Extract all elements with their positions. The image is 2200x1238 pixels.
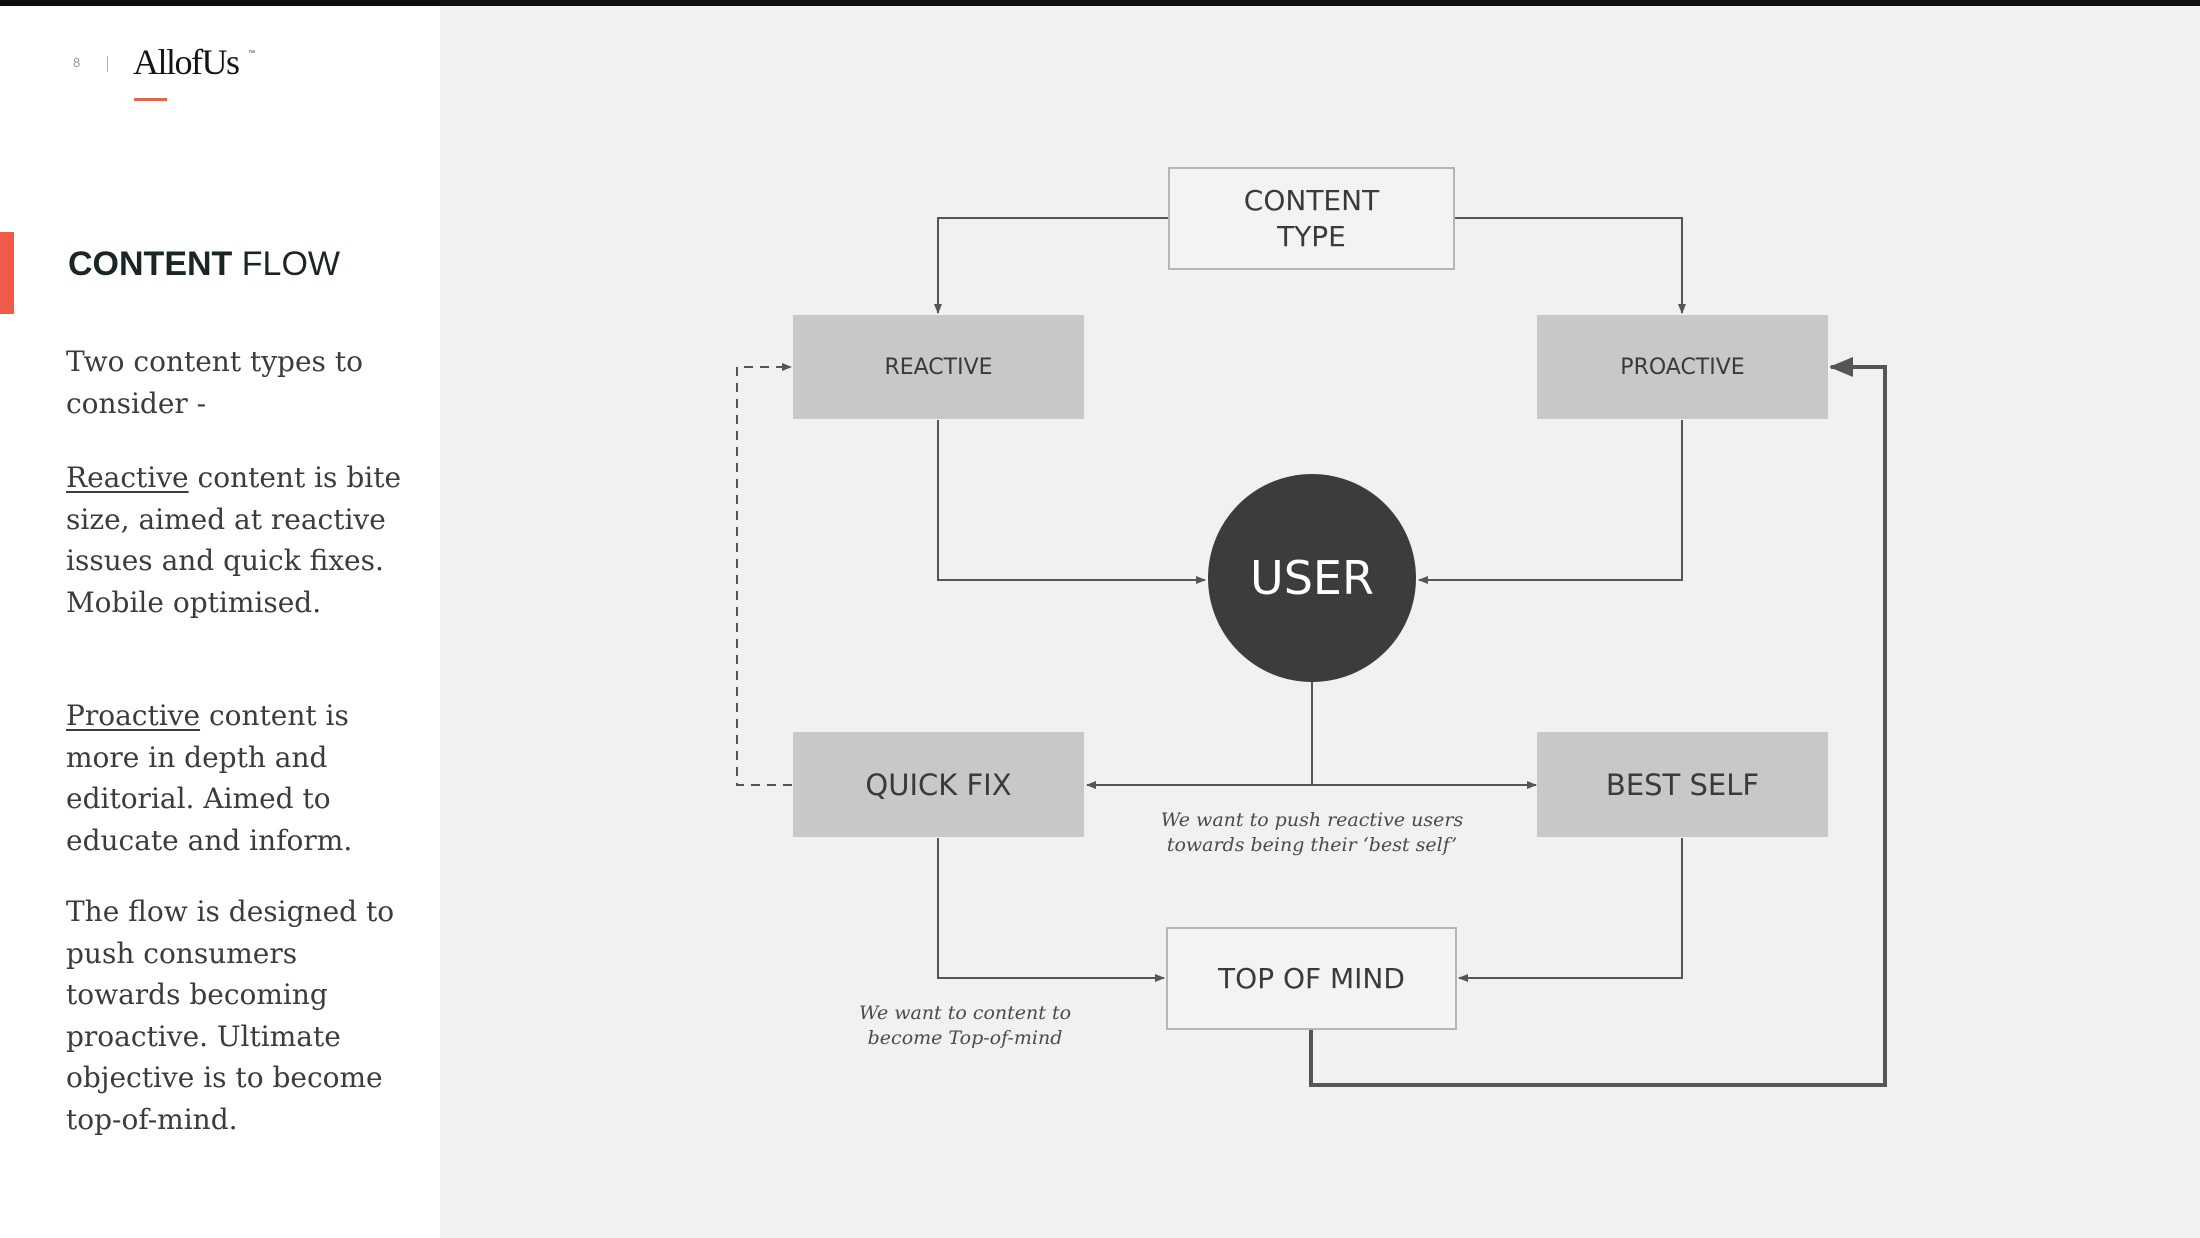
- top-border: [0, 0, 2200, 6]
- connector-quick-fix-to-top-of-mind: [937, 838, 1165, 982]
- connector-quick-fix-to-reactive-dashed: [736, 363, 792, 786]
- connector-content-type-to-proactive: [1455, 217, 1686, 314]
- connector-content-type-to-reactive: [934, 217, 1168, 314]
- reactive-paragraph: Reactive content is bite size, aimed at …: [66, 457, 406, 623]
- proactive-description: content is more in depth and editorial. …: [66, 699, 353, 857]
- user-node: USER: [1208, 474, 1416, 682]
- content-type-label-line2: TYPE: [1277, 219, 1346, 253]
- flow-description: The flow is designed to push consumers t…: [66, 895, 395, 1136]
- section-title-regular: FLOW: [232, 245, 340, 283]
- trademark-mark: ™: [248, 50, 255, 57]
- quick-fix-node: QUICK FIX: [793, 732, 1084, 837]
- connector-proactive-to-user: [1418, 420, 1683, 584]
- top-of-mind-node-label: TOP OF MIND: [1218, 962, 1405, 995]
- proactive-node: PROACTIVE: [1537, 315, 1828, 419]
- reactive-description: content is bite size, aimed at reactive …: [66, 461, 402, 619]
- connector-top-of-mind-to-proactive: [1309, 357, 1887, 1087]
- logo-underline: [134, 98, 167, 101]
- reactive-node: REACTIVE: [793, 315, 1084, 419]
- connector-best-self-to-top-of-mind: [1458, 838, 1683, 982]
- page-number: 8: [73, 55, 81, 70]
- section-accent-bar: [0, 232, 14, 314]
- proactive-term: Proactive: [66, 699, 201, 732]
- reactive-term: Reactive: [66, 461, 189, 494]
- top-of-mind-node: TOP OF MIND: [1166, 927, 1457, 1030]
- best-self-note-line2: towards being their ‘best self’: [1166, 834, 1458, 856]
- intro-text: Two content types to consider -: [66, 345, 363, 420]
- proactive-paragraph: Proactive content is more in depth and e…: [66, 695, 406, 861]
- top-of-mind-note-line1: We want to content to: [858, 1002, 1072, 1024]
- connector-reactive-to-user: [937, 420, 1206, 584]
- proactive-node-label: PROACTIVE: [1620, 354, 1745, 380]
- brand-logo: AllofUs: [133, 42, 240, 82]
- user-node-label: USER: [1250, 551, 1374, 605]
- top-of-mind-note-line2: become Top-of-mind: [867, 1027, 1063, 1049]
- section-title: CONTENT FLOW: [68, 245, 340, 284]
- content-type-label-line1: CONTENT: [1243, 183, 1380, 217]
- page-number-divider: [107, 56, 108, 72]
- best-self-note-line1: We want to push reactive users: [1160, 809, 1464, 831]
- flow-paragraph: The flow is designed to push consumers t…: [66, 891, 406, 1140]
- reactive-node-label: REACTIVE: [884, 354, 993, 380]
- best-self-node-label: BEST SELF: [1605, 767, 1760, 802]
- left-panel: [0, 6, 440, 1238]
- intro-paragraph: Two content types to consider -: [66, 341, 406, 424]
- section-title-bold: CONTENT: [68, 245, 233, 283]
- content-type-node: CONTENT TYPE: [1168, 167, 1455, 270]
- best-self-node: BEST SELF: [1537, 732, 1828, 837]
- best-self-note: We want to push reactive users towards b…: [1112, 808, 1512, 858]
- top-of-mind-note: We want to content to become Top-of-mind: [815, 1001, 1115, 1051]
- quick-fix-node-label: QUICK FIX: [865, 767, 1012, 802]
